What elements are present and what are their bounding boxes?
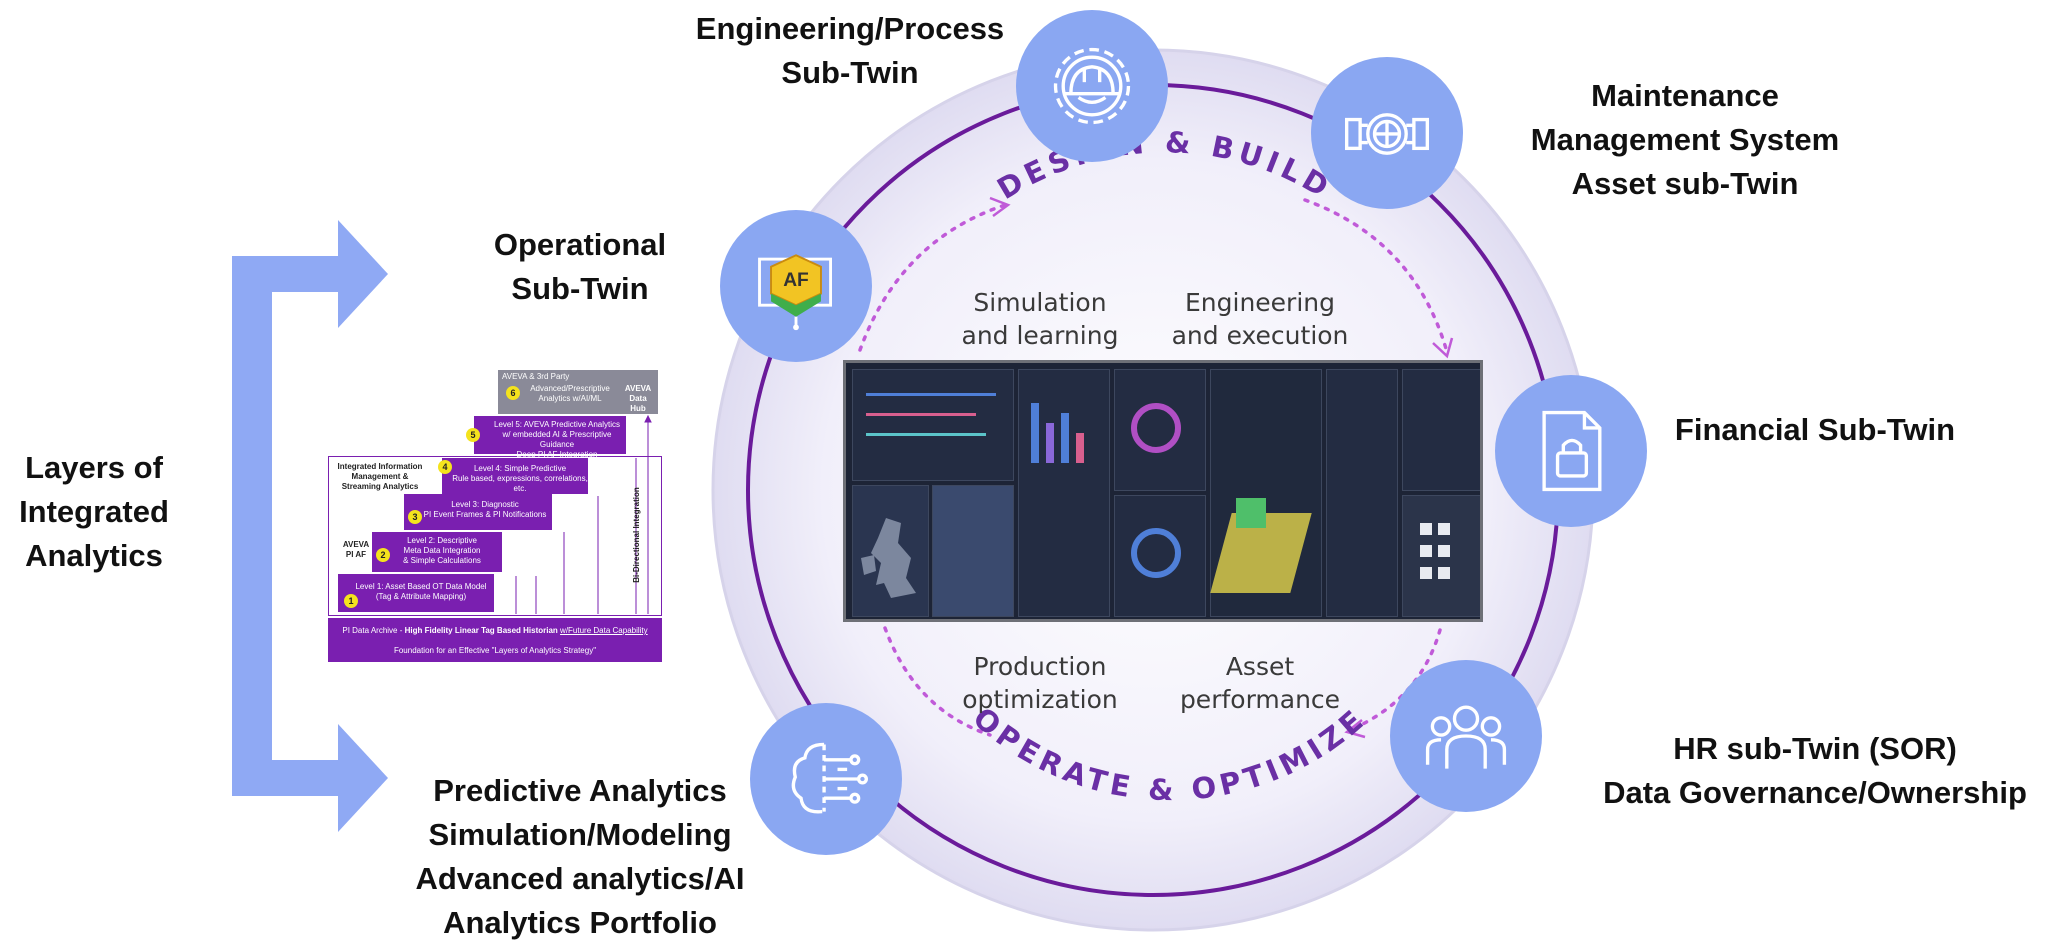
dotted-arc-top-left — [858, 203, 1007, 352]
valve-icon — [1345, 113, 1429, 155]
level5-box — [474, 416, 626, 454]
level4-box — [442, 458, 588, 494]
maintenance-icon-circle — [1311, 57, 1463, 209]
foundation-bar — [328, 618, 662, 662]
dotted-arc-top-right — [1303, 198, 1449, 354]
predictive-icon-circle — [750, 703, 902, 855]
badge-3: 3 — [408, 510, 422, 524]
level3-box — [404, 494, 552, 530]
badge-6: 6 — [506, 386, 520, 400]
level6-box — [498, 370, 658, 414]
operational-icon-circle: AF — [720, 210, 872, 362]
badge-5: 5 — [466, 428, 480, 442]
bracket-arrow — [232, 220, 388, 832]
integration-arrows — [515, 414, 652, 614]
hr-subtwin-label: HR sub-Twin (SOR)Data Governance/Ownersh… — [1603, 731, 2027, 810]
operations-dashboard-image — [843, 360, 1483, 622]
level1-box — [338, 574, 494, 612]
people-group-icon — [1425, 705, 1507, 769]
map-graphic — [861, 518, 916, 598]
af-cube-icon: AF — [758, 254, 832, 331]
level1-text: Level 1: Asset Based OT Data Model(Tag &… — [355, 582, 487, 601]
arrowhead-top-left — [989, 196, 1011, 218]
svg-text:AF: AF — [783, 270, 809, 291]
financial-icon-circle — [1495, 375, 1647, 527]
financial-subtwin-label: Financial Sub-Twin — [1674, 412, 1956, 447]
bi-directional-label: Bi-Directional Integration — [632, 487, 641, 583]
arrowhead-top-right — [1432, 337, 1454, 359]
badge-4: 4 — [438, 460, 452, 474]
badge-1: 1 — [344, 594, 358, 608]
brain-circuit-icon — [791, 742, 868, 814]
engineering-icon-circle — [1016, 10, 1168, 162]
level2-box — [372, 532, 502, 572]
badge-2: 2 — [376, 548, 390, 562]
dotted-arc-bottom-left — [883, 626, 992, 737]
hr-icon-circle — [1390, 660, 1542, 812]
lock-document-icon — [1542, 410, 1602, 492]
hardhat-gear-icon — [1053, 47, 1131, 125]
3d-equipment-graphic — [1236, 498, 1266, 528]
level6-header: AVEVA & 3rd Party — [502, 372, 570, 381]
foundation-line2: Foundation for an Effective "Layers of A… — [393, 646, 597, 655]
arrowhead-bottom-right — [1344, 719, 1366, 739]
foundation-line1: PI Data Archive - High Fidelity Linear T… — [342, 626, 648, 635]
